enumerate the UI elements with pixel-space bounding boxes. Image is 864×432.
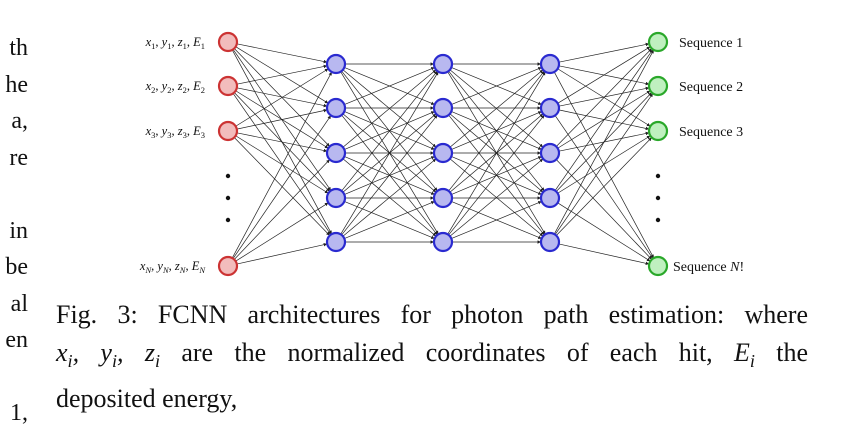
- hidden-node: [432, 187, 454, 209]
- margin-fragment: al: [10, 290, 28, 317]
- hidden-node: [432, 142, 454, 164]
- figure-caption: Fig. 3: FCNN architectures for photon pa…: [56, 296, 808, 418]
- hidden-node: [432, 53, 454, 75]
- connection-line: [556, 48, 652, 147]
- output-label: Sequence N!: [673, 260, 744, 275]
- caption-line-2: xi, yi, zi are the normalized coordinate…: [56, 334, 808, 380]
- connection-line: [236, 243, 328, 265]
- connection-line: [342, 69, 437, 148]
- connection-line: [236, 64, 328, 85]
- hidden-node: [432, 231, 454, 253]
- input-node: [217, 255, 239, 277]
- margin-fragment: 1,: [10, 400, 28, 426]
- ellipsis-dot: [225, 217, 231, 223]
- connection-line: [236, 43, 328, 64]
- connection-line: [236, 132, 328, 153]
- caption-mid-text: are the normalized coordinates of each h…: [160, 338, 734, 367]
- connection-line: [557, 46, 651, 104]
- connection-line: [344, 67, 435, 105]
- ellipsis-dot: [655, 195, 661, 201]
- connection-line: [448, 114, 545, 236]
- margin-fragment: in: [9, 217, 28, 244]
- connection-line: [553, 71, 655, 259]
- connection-line: [556, 137, 652, 236]
- output-label: Sequence 3: [679, 125, 743, 140]
- connection-line: [451, 201, 542, 239]
- connection-line: [235, 68, 329, 127]
- margin-fragment: en: [5, 327, 28, 353]
- connection-line: [448, 70, 545, 192]
- hidden-node: [325, 231, 347, 253]
- input-node: [217, 120, 239, 142]
- input-label: x3, y3, z3, E3: [145, 124, 205, 140]
- ellipsis-dot: [225, 195, 231, 201]
- input-label: x2, y2, z2, E2: [145, 79, 205, 95]
- connection-line: [235, 202, 329, 262]
- output-node: [647, 120, 669, 142]
- connection-line: [447, 71, 546, 235]
- connection-lines: [231, 42, 655, 265]
- connection-line: [555, 159, 653, 260]
- connection-line: [449, 158, 544, 237]
- hidden-node: [432, 97, 454, 119]
- hidden-node: [539, 53, 561, 75]
- connection-line: [233, 159, 331, 260]
- margin-fragment: be: [5, 254, 28, 280]
- hidden-node: [539, 142, 561, 164]
- connection-line: [232, 93, 332, 235]
- hidden-node: [325, 53, 347, 75]
- output-label: Sequence 1: [679, 36, 743, 51]
- ellipsis-dots: [225, 173, 661, 223]
- margin-fragment: he: [5, 71, 28, 98]
- network-nodes: [217, 31, 669, 277]
- output-node: [647, 31, 669, 53]
- caption-line-1: Fig. 3: FCNN architectures for photon pa…: [56, 300, 808, 329]
- margin-fragment: th: [9, 35, 28, 61]
- margin-fragment: a,: [11, 108, 28, 134]
- input-node: [217, 75, 239, 97]
- connection-line: [344, 201, 435, 239]
- left-margin-text: th he a, re in be al en 1,: [0, 0, 36, 432]
- caption-coordinate-vars: xi, yi, zi: [56, 338, 161, 372]
- ellipsis-dot: [655, 217, 661, 223]
- hidden-node: [539, 97, 561, 119]
- hidden-node: [539, 187, 561, 209]
- output-label: Sequence 2: [679, 80, 743, 95]
- ellipsis-dot: [655, 173, 661, 179]
- connection-line: [557, 202, 651, 262]
- input-label: x1, y1, z1, E1: [145, 35, 205, 51]
- hidden-node: [325, 142, 347, 164]
- connection-line: [558, 42, 650, 63]
- hidden-node: [325, 187, 347, 209]
- ellipsis-dot: [225, 173, 231, 179]
- connection-line: [236, 108, 328, 130]
- connection-line: [449, 69, 544, 148]
- input-node: [217, 31, 239, 53]
- caption-energy-var: Ei: [733, 338, 755, 372]
- output-node: [647, 255, 669, 277]
- input-label: xN, yN, zN, EN: [139, 259, 206, 275]
- connection-line: [554, 93, 654, 235]
- connection-line: [231, 71, 333, 259]
- connection-line: [341, 70, 438, 192]
- connection-line: [232, 49, 332, 191]
- connection-line: [236, 87, 328, 108]
- connection-line: [340, 71, 439, 235]
- node-labels: x1, y1, z1, E1 x2, y2, z2, E2 x3, y3, z3, …: [139, 35, 744, 275]
- caption-suffix: the: [754, 338, 809, 367]
- margin-fragment: re: [9, 144, 28, 171]
- connection-line: [554, 49, 654, 191]
- connection-line: [451, 67, 542, 105]
- connection-line: [232, 115, 332, 259]
- connection-line: [341, 114, 438, 236]
- connection-line: [342, 158, 437, 237]
- connection-line: [553, 49, 655, 235]
- hidden-node: [325, 97, 347, 119]
- output-node: [647, 75, 669, 97]
- fcnn-diagram: x1, y1, z1, E1 x2, y2, z2, E2 x3, y3, z3, …: [139, 31, 744, 277]
- connection-line: [558, 243, 650, 265]
- caption-line-3: deposited energy,: [56, 384, 238, 414]
- hidden-node: [539, 231, 561, 253]
